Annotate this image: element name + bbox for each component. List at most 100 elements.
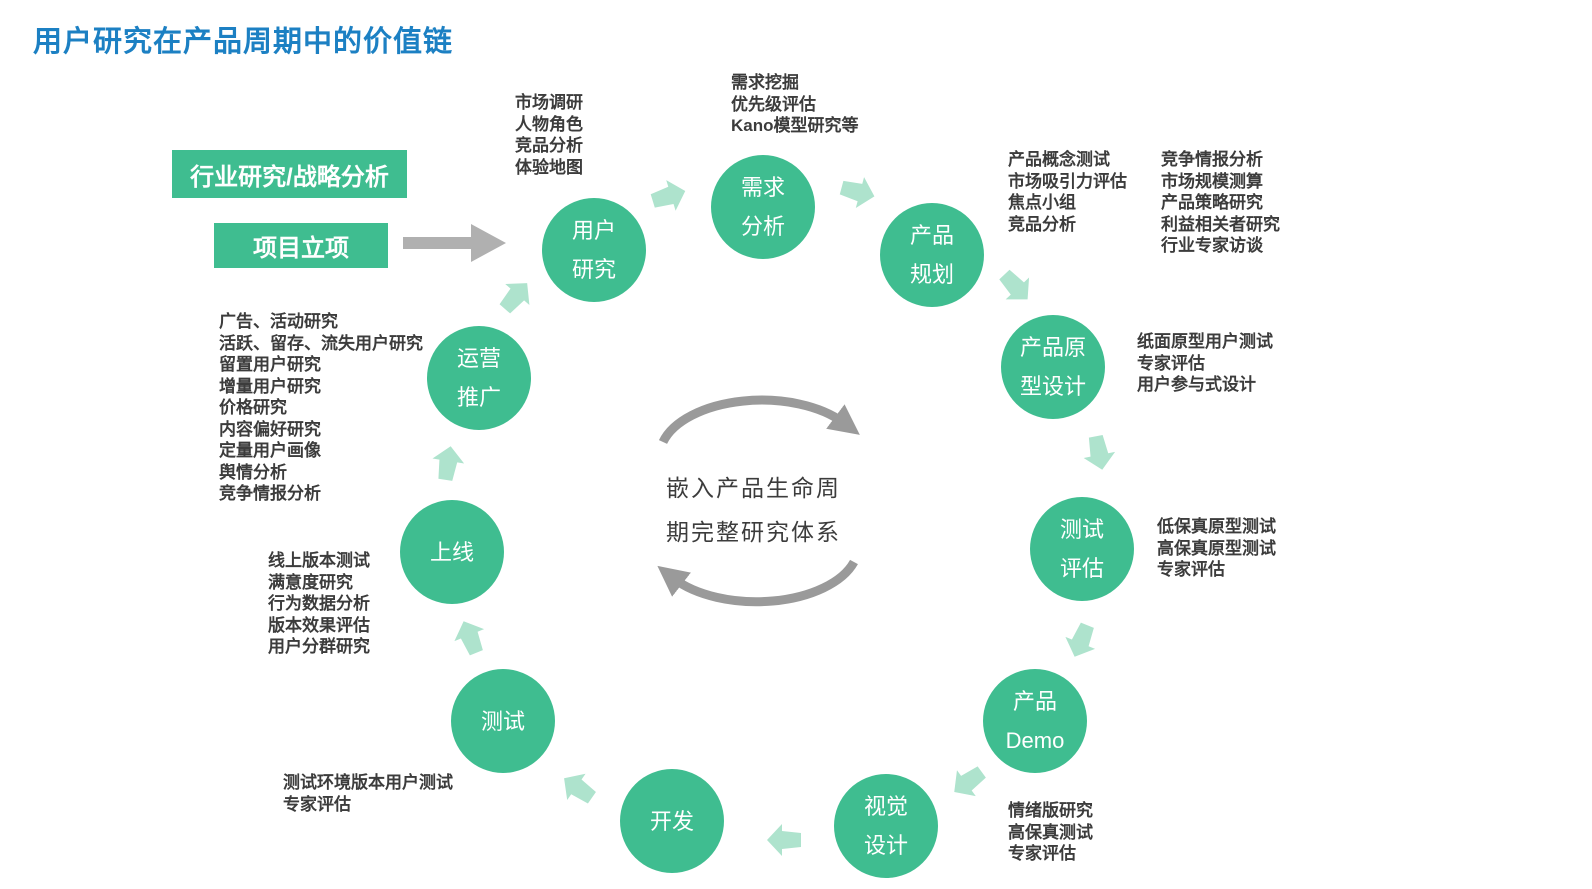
- annotation-line: 高保真测试: [1008, 822, 1093, 842]
- annotation-line: 焦点小组: [1008, 193, 1076, 212]
- stage-label-line: 设计: [863, 833, 908, 858]
- stage-label-line: 研究: [571, 257, 616, 282]
- annotation-line: 价格研究: [219, 398, 287, 417]
- stage-label-line: 用户: [571, 218, 616, 243]
- annotation-line: 纸面原型用户测试: [1137, 332, 1273, 351]
- stage-label-line: 分析: [740, 214, 785, 239]
- stage-product-planning: 产品 规划: [880, 203, 984, 307]
- annotation-line: 低保真原型测试: [1157, 517, 1276, 536]
- flow-arrow-icon: [499, 283, 530, 314]
- annotation-line: 利益相关者研究: [1161, 214, 1280, 234]
- stage-prototype-design: 产品原 型设计: [1001, 315, 1105, 419]
- stage-label-line: 视觉: [863, 794, 908, 819]
- flow-arrow-icon: [839, 177, 875, 208]
- industry-research-box: 行业研究/战略分析: [172, 150, 407, 198]
- annotation-line: 竞品分析: [1008, 214, 1076, 234]
- annotation-line: 活跃、留存、流失用户研究: [219, 333, 423, 353]
- flow-arrow-icon: [432, 446, 465, 481]
- center-caption-line1: 嵌入产品生命周: [666, 475, 841, 501]
- annotation-line: 用户参与式设计: [1137, 375, 1256, 394]
- annotation-line: 竞品分析: [515, 136, 583, 155]
- project-initiation-label: 项目立项: [253, 235, 349, 262]
- annotation-line: 优先级评估: [731, 94, 816, 114]
- stage-label-line: 测试: [1059, 517, 1104, 542]
- flow-arrow-icon: [1065, 622, 1096, 657]
- annotation-line: 专家评估: [1137, 353, 1205, 373]
- annotation-line: 增量用户研究: [219, 376, 321, 396]
- annotation-line: 需求挖掘: [731, 73, 799, 92]
- annotation-product-demo: 情绪版研究高保真测试专家评估: [1008, 800, 1093, 865]
- annotation-line: 产品策略研究: [1161, 193, 1263, 212]
- annotation-line: 广告、活动研究: [219, 312, 338, 331]
- stage-launch: 上线: [400, 500, 504, 604]
- annotation-line: 市场规模测算: [1161, 171, 1263, 191]
- annotation-line: 体验地图: [515, 157, 583, 177]
- stage-operations: 运营 推广: [427, 326, 531, 430]
- annotation-user-research: 市场调研人物角色竞品分析体验地图: [515, 92, 583, 178]
- annotation-line: 定量用户画像: [219, 441, 321, 460]
- stage-label-line: 型设计: [1019, 374, 1086, 399]
- annotation-line: 版本效果评估: [268, 615, 370, 635]
- annotation-line: 市场调研: [515, 93, 583, 112]
- stage-testing: 测试: [451, 669, 555, 773]
- annotation-planning-col2: 竞争情报分析市场规模测算产品策略研究利益相关者研究行业专家访谈: [1161, 149, 1280, 257]
- annotation-line: 用户分群研究: [268, 637, 370, 656]
- flow-arrow-icon: [650, 180, 686, 211]
- annotation-prototype: 纸面原型用户测试专家评估用户参与式设计: [1137, 331, 1273, 396]
- page-title: 用户研究在产品周期中的价值链: [33, 26, 454, 58]
- annotation-operations: 广告、活动研究活跃、留存、流失用户研究留置用户研究增量用户研究价格研究内容偏好研…: [219, 311, 423, 505]
- annotation-line: 满意度研究: [268, 572, 353, 592]
- stage-label-line: 产品: [1012, 689, 1057, 714]
- annotation-line: 专家评估: [1008, 844, 1076, 863]
- annotation-line: 测试环境版本用户测试: [283, 773, 453, 792]
- annotation-line: 市场吸引力评估: [1008, 171, 1127, 191]
- stage-label-line: 运营: [456, 346, 501, 371]
- annotation-line: 专家评估: [283, 794, 351, 814]
- stage-label-line: Demo: [1005, 728, 1065, 753]
- industry-research-label: 行业研究/战略分析: [190, 163, 389, 191]
- stage-product-demo: 产品 Demo: [983, 669, 1087, 773]
- flow-arrow-icon: [454, 621, 485, 656]
- stage-development: 开发: [620, 769, 724, 873]
- center-caption: 嵌入产品生命周 期完整研究体系: [666, 466, 841, 554]
- annotation-testing: 测试环境版本用户测试专家评估: [283, 772, 453, 815]
- stage-label-line: 规划: [909, 262, 954, 287]
- cycle-arrows-icon: [657, 395, 860, 607]
- annotation-line: 专家评估: [1157, 560, 1225, 579]
- stage-visual-design: 视觉 设计: [834, 774, 938, 878]
- annotation-line: 行为数据分析: [268, 594, 370, 613]
- annotation-requirement: 需求挖掘优先级评估 Kano模型研究等: [731, 72, 859, 137]
- flow-arrow-icon: [954, 766, 986, 797]
- annotation-line: 情绪版研究: [1008, 801, 1093, 820]
- stage-label-line: 开发: [649, 808, 694, 834]
- flow-arrow-icon: [564, 773, 596, 804]
- stage-label-line: 测试: [480, 708, 525, 734]
- annotation-launch: 线上版本测试满意度研究行为数据分析版本效果评估用户分群研究: [268, 550, 370, 658]
- annotation-line: 产品概念测试: [1008, 150, 1110, 169]
- stage-test-evaluation: 测试 评估: [1030, 497, 1134, 601]
- project-flow-arrow-icon: [403, 224, 506, 262]
- annotation-line: 高保真原型测试: [1157, 538, 1276, 558]
- stage-label-line: 产品: [909, 223, 954, 248]
- annotation-line: 人物角色: [515, 114, 583, 134]
- stage-label-line: 推广: [456, 385, 501, 410]
- stage-label-line: 评估: [1059, 556, 1104, 581]
- annotation-line: Kano模型研究等: [731, 116, 859, 135]
- annotation-line: 竞争情报分析: [1161, 150, 1263, 169]
- stage-label-line: 需求: [740, 175, 785, 200]
- stage-label-line: 上线: [429, 539, 474, 565]
- center-caption-line2: 期完整研究体系: [666, 519, 841, 545]
- flow-arrow-icon: [1083, 434, 1116, 470]
- annotation-line: 竞争情报分析: [219, 484, 321, 503]
- annotation-line: 舆情分析: [219, 462, 287, 482]
- annotation-line: 内容偏好研究: [219, 419, 321, 439]
- flow-arrow-icon: [767, 824, 801, 856]
- annotation-line: 留置用户研究: [219, 355, 321, 374]
- annotation-line: 行业专家访谈: [1161, 236, 1263, 255]
- stage-requirement-analysis: 需求 分析: [711, 155, 815, 259]
- annotation-planning-col1: 产品概念测试市场吸引力评估焦点小组竞品分析: [1008, 149, 1127, 235]
- project-initiation-box: 项目立项: [214, 223, 388, 268]
- stage-label-line: 产品原: [1019, 335, 1086, 360]
- flow-arrow-icon: [999, 269, 1030, 300]
